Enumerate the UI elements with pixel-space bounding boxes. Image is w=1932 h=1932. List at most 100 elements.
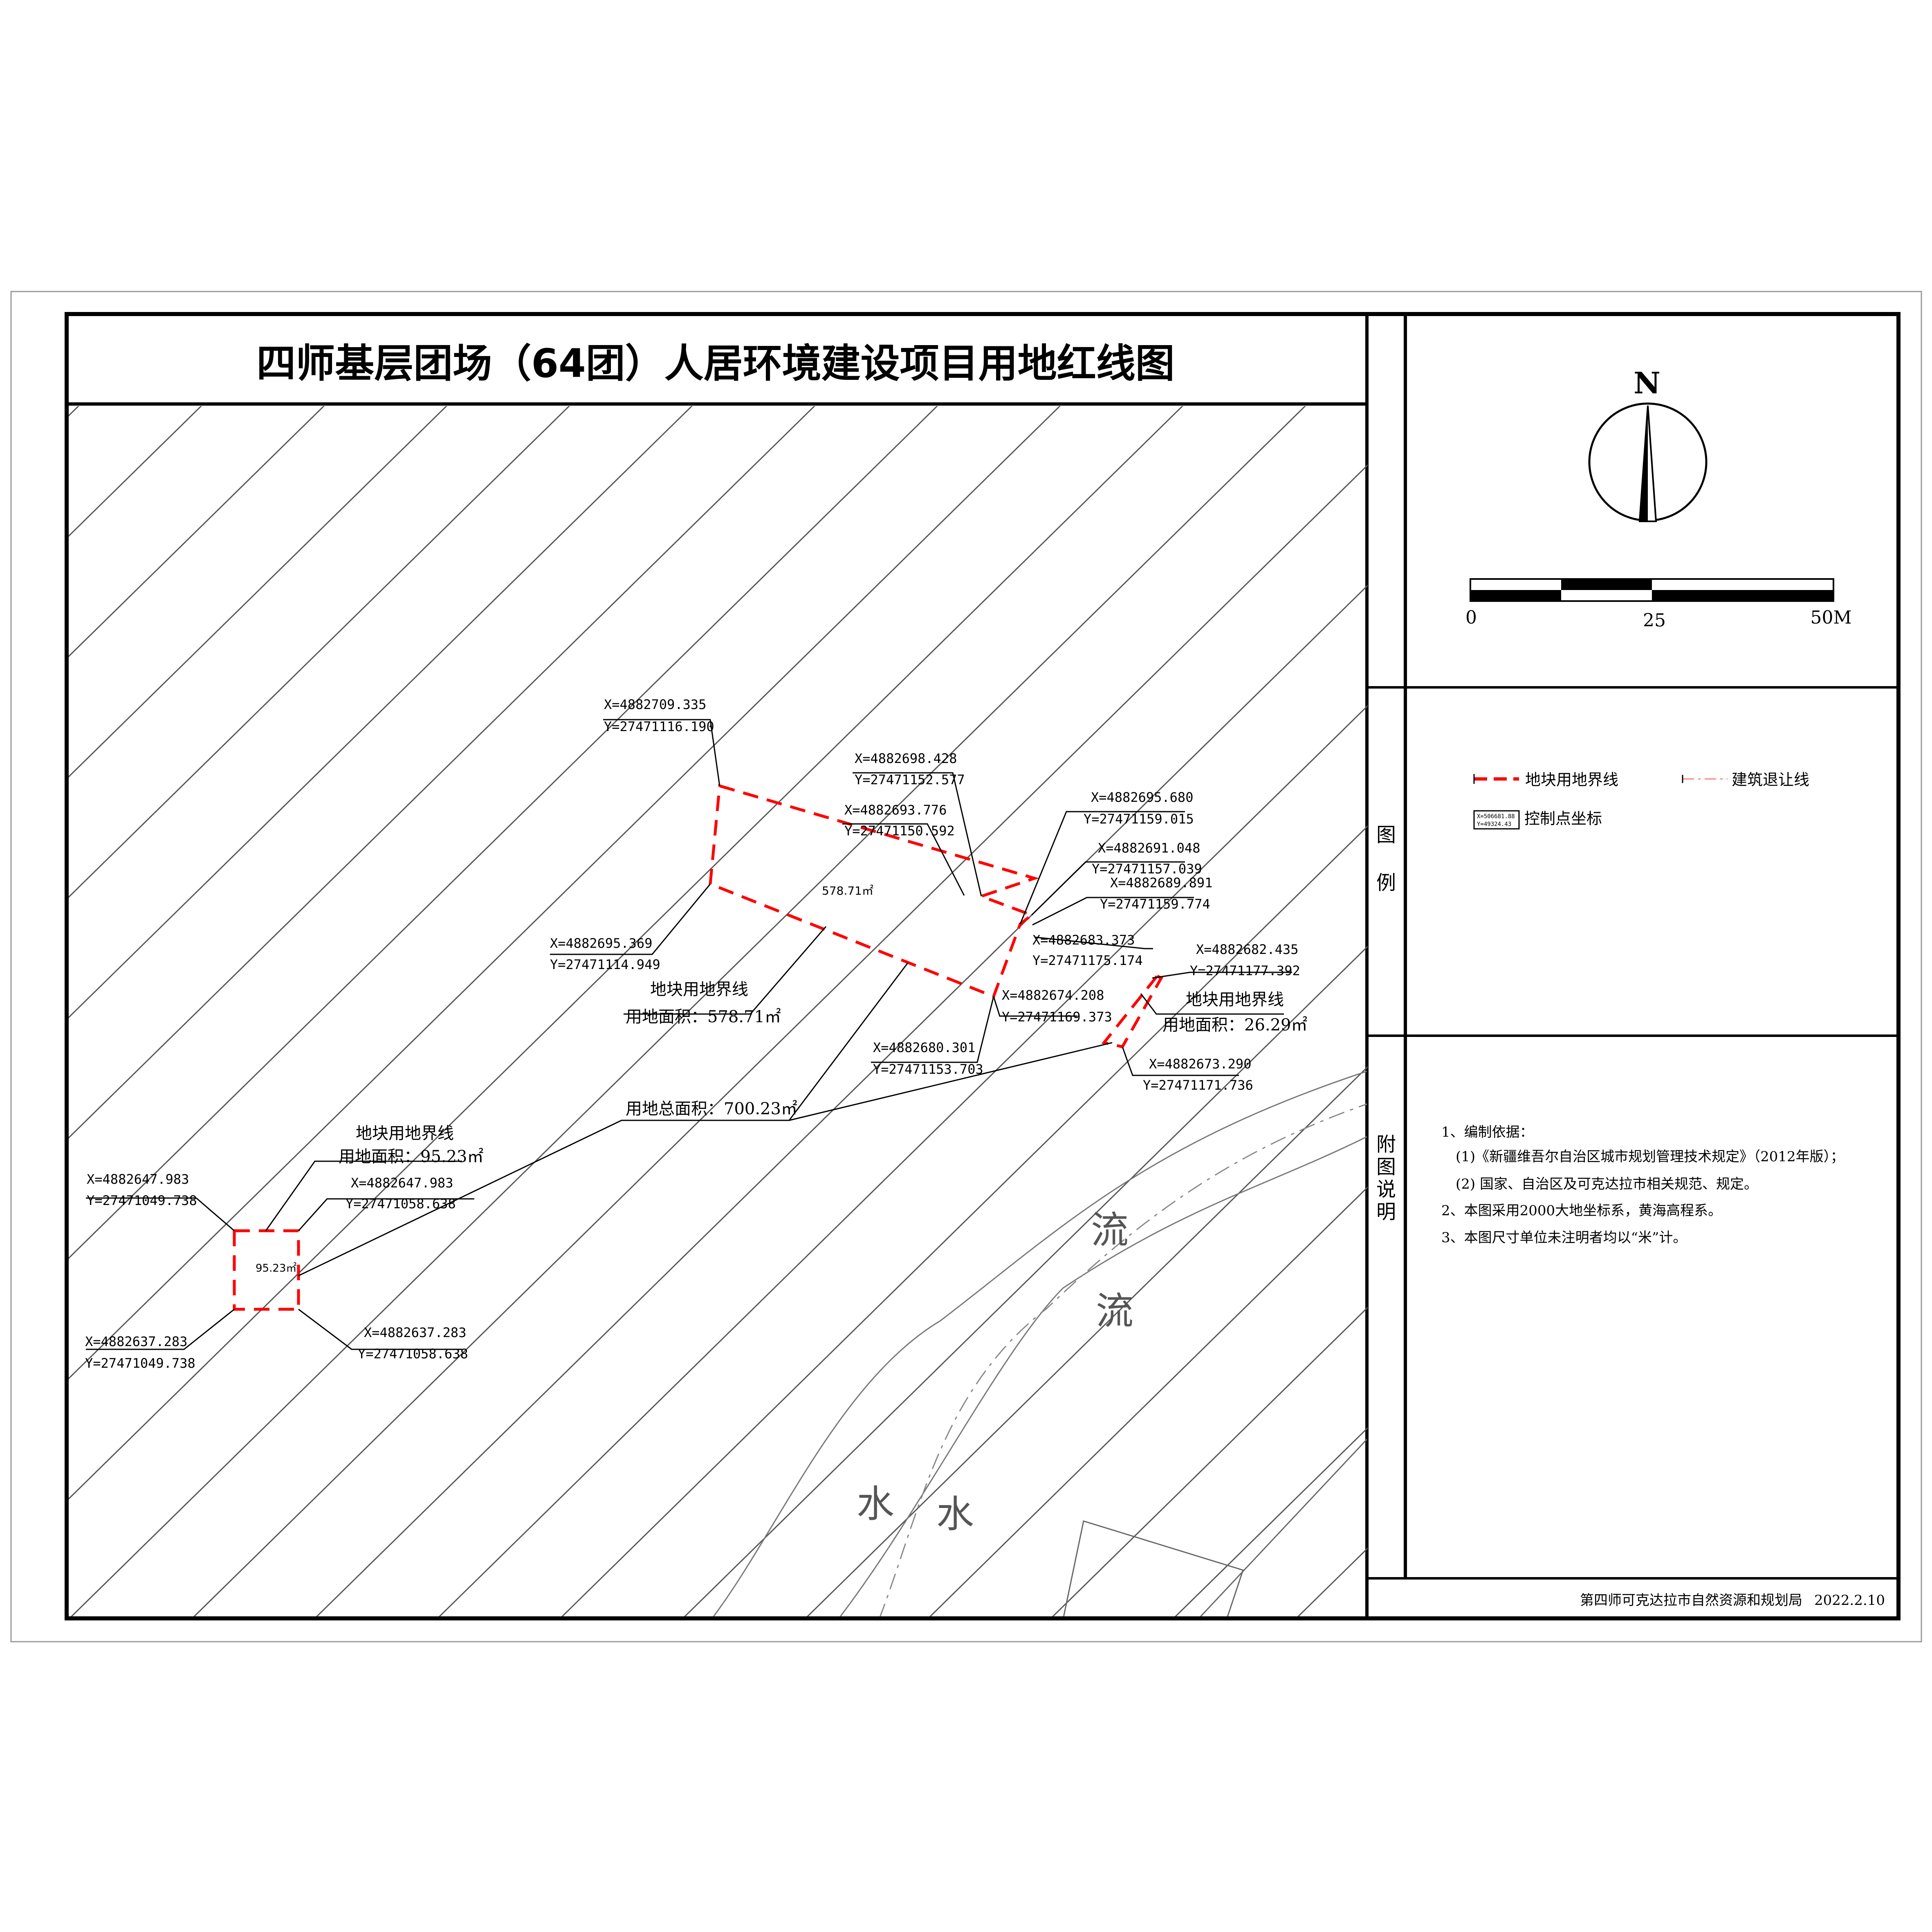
- coord-12-y: Y=27471171.736: [1143, 1077, 1253, 1093]
- map-area: 流 流 水 水 578.71㎡ 95.23㎡: [0, 343, 1932, 1619]
- terrain-hatch-line: [69, 406, 448, 778]
- parcel-small-area-label: 用地面积：26.29㎡: [1162, 1016, 1308, 1034]
- legend-boundary-label: 地块用地界线: [1525, 771, 1618, 789]
- terrain-hatch-line: [1418, 343, 1932, 1619]
- coord-13-x: X=4882647.983: [87, 1171, 189, 1187]
- legend-control-label: 控制点坐标: [1524, 810, 1602, 828]
- coord-8-y: Y=27471175.174: [1032, 953, 1143, 968]
- terrain-hatch-line: [929, 1186, 1368, 1616]
- terrain-hatch-line: [69, 406, 816, 1139]
- parcel-square-area-label: 用地面积：95.23㎡: [339, 1147, 484, 1166]
- coord-5-x: X=4882691.048: [1098, 840, 1200, 856]
- parcel-main-label: 地块用地界线: [650, 980, 748, 999]
- legend-setback-label: 建筑退让线: [1732, 771, 1809, 789]
- coord-16-x: X=4882637.283: [364, 1325, 466, 1340]
- terrain-hatch-line: [561, 825, 1368, 1616]
- parcel-main-area-inner: 578.71㎡: [822, 884, 873, 898]
- parcel-square-area-inner: 95.23㎡: [256, 1262, 296, 1275]
- footer-date: 2022.2.10: [1814, 1592, 1885, 1609]
- terrain-hatch-line: [69, 406, 1184, 1500]
- north-arrow-icon: N: [1588, 366, 1708, 522]
- terrain-hatch-line: [806, 1066, 1368, 1616]
- terrain-hatch-line: [1174, 1427, 1368, 1616]
- coord-15-y: Y=27471049.738: [85, 1355, 195, 1371]
- coord-4-x: X=4882695.680: [1091, 790, 1193, 805]
- legend-item-control-point: X=506681.88 Y=49324.43 控制点坐标: [1473, 810, 1602, 830]
- coord-5-y: Y=27471157.039: [1092, 861, 1202, 877]
- coord-12-x: X=4882673.290: [1149, 1056, 1251, 1072]
- terrain-hatch-line: [1541, 343, 1932, 1619]
- river-label-2: 流: [1096, 1289, 1133, 1333]
- river-label-3: 水: [857, 1482, 894, 1526]
- land-plot-outline: [1063, 1520, 1244, 1616]
- coord-3-x: X=4882693.776: [844, 802, 947, 818]
- coord-9-x: X=4882682.435: [1196, 942, 1298, 957]
- coord-1-x: X=4882709.335: [604, 697, 706, 712]
- notes-line-4: 2、本图采用2000大地坐标系，黄海高程系。: [1441, 1203, 1722, 1219]
- scale-label-25: 25: [1643, 610, 1666, 631]
- parcel-square-label: 地块用地界线: [356, 1124, 454, 1143]
- coord-6-x: X=4882689.891: [1110, 875, 1212, 891]
- scale-label-0: 0: [1465, 607, 1477, 628]
- coord-4-y: Y=27471159.015: [1084, 811, 1194, 827]
- coord-14-x: X=4882647.983: [351, 1175, 453, 1191]
- terrain-hatch-line: [69, 406, 202, 537]
- north-label: N: [1634, 366, 1660, 400]
- parcel-main-area-label: 用地面积：578.71㎡: [626, 1008, 781, 1026]
- main-frame: [65, 312, 1901, 1620]
- terrain-hatch-line: [0, 343, 20, 1619]
- terrain-hatch-line: [69, 406, 80, 417]
- legend-item-setback: 建筑退让线: [1682, 771, 1809, 789]
- river-label-1: 流: [1091, 1208, 1129, 1252]
- coord-11-y: Y=27471153.703: [873, 1061, 983, 1077]
- river-label-4: 水: [936, 1492, 974, 1536]
- coordinate-labels: X=4882709.335 Y=27471116.190 X=4882698.4…: [85, 697, 1300, 1371]
- notes-heading-3: 说: [1376, 1178, 1396, 1201]
- notes-line-2: (1)《新疆维吾尔自治区城市规划管理技术规定》（2012年版）；: [1456, 1149, 1844, 1165]
- notes-line-3: (2) 国家、自治区及可克达拉市相关规范、规定。: [1456, 1176, 1758, 1192]
- leader-lines: [86, 719, 1292, 1350]
- terrain-hatch-lines: [0, 343, 1932, 1619]
- sheet-outer-border: [10, 291, 1922, 1643]
- terrain-hatch-line: [69, 406, 693, 1019]
- coord-7-x: X=4882695.369: [550, 936, 652, 951]
- coord-11-x: X=4882680.301: [873, 1040, 975, 1055]
- scale-bar: 0 25 50M: [1465, 578, 1852, 631]
- terrain-hatch-line: [1297, 1547, 1368, 1616]
- terrain-hatch-line: [684, 945, 1368, 1616]
- parcel-small-boundary: [1101, 974, 1163, 1048]
- legend-control-sample-y: Y=49324.43: [1477, 821, 1511, 828]
- terrain-hatch-line: [69, 406, 570, 898]
- river-bank-lower: [1200, 1438, 1368, 1616]
- legend-heading-1: 图: [1376, 824, 1396, 846]
- legend-control-sample-x: X=506681.88: [1477, 813, 1515, 820]
- coord-8-x: X=4882683.373: [1032, 932, 1135, 948]
- coord-3-y: Y=27471150.592: [844, 823, 955, 839]
- river-centerline: [880, 1103, 1367, 1616]
- footer-org: 第四师可克达拉市自然资源和规划局: [1580, 1592, 1802, 1609]
- scale-label-50m: 50M: [1810, 607, 1851, 628]
- terrain-hatch-line: [69, 406, 938, 1259]
- coord-2-x: X=4882698.428: [855, 751, 957, 766]
- parcel-small-label: 地块用地界线: [1186, 990, 1284, 1009]
- terrain-hatch-line: [316, 584, 1368, 1616]
- parcel-labels: 地块用地界线 用地面积：578.71㎡ 地块用地界线 用地面积：26.29㎡ 地…: [339, 980, 1308, 1166]
- parcel-main-boundary: [709, 784, 1039, 999]
- coord-15-x: X=4882637.283: [85, 1334, 187, 1349]
- coord-1-y: Y=27471116.190: [604, 719, 714, 734]
- terrain-hatch-line: [69, 406, 1061, 1380]
- coord-9-y: Y=27471177.392: [1190, 963, 1300, 978]
- coord-2-y: Y=27471152.577: [855, 772, 965, 788]
- terrain-hatch-line: [70, 406, 1306, 1616]
- river-bank-right: [839, 1136, 1367, 1616]
- terrain-hatch-line: [1052, 1306, 1368, 1616]
- coord-10-y: Y=27471169.373: [1002, 1009, 1112, 1025]
- coord-6-y: Y=27471159.774: [1100, 896, 1210, 912]
- notes-line-5: 3、本图尺寸单位未注明者均以“米”计。: [1441, 1230, 1687, 1246]
- notes-heading-2: 图: [1376, 1156, 1396, 1178]
- coord-14-y: Y=27471058.638: [346, 1196, 456, 1212]
- coord-13-y: Y=27471049.738: [87, 1193, 197, 1208]
- coord-10-x: X=4882674.208: [1002, 987, 1104, 1003]
- coord-16-y: Y=27471058.638: [358, 1346, 468, 1362]
